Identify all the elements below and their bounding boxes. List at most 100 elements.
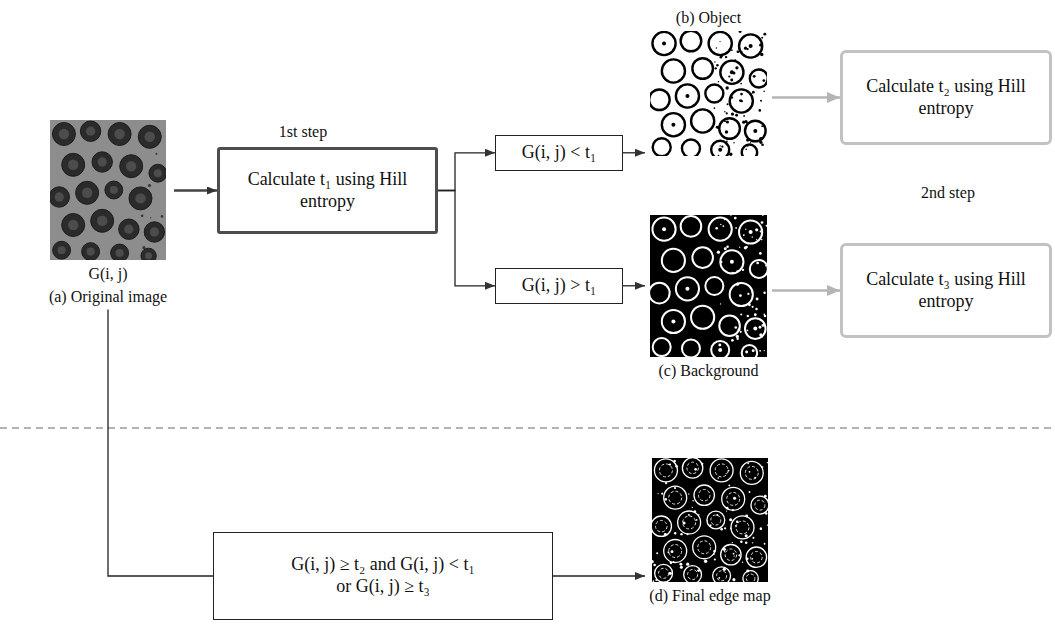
image-speck — [761, 144, 764, 147]
image-speck — [742, 269, 744, 271]
image-speck — [716, 47, 717, 48]
image-speck — [728, 76, 730, 78]
micrograph-image — [50, 120, 166, 260]
cell-outline — [713, 567, 731, 582]
cell-inner-edge — [669, 491, 682, 504]
image-caption: (d) Final edge map — [649, 586, 770, 605]
cell-dot — [662, 227, 666, 231]
image-speck — [759, 326, 762, 329]
connector-arrow — [623, 285, 645, 286]
cell-outline — [750, 70, 767, 88]
image-speck — [653, 564, 656, 567]
cell-outline — [119, 219, 139, 239]
image-speck — [745, 351, 748, 354]
image-speck — [752, 306, 754, 308]
cell-outline — [80, 121, 100, 141]
image-speck — [161, 215, 164, 218]
connector-arrow — [438, 191, 495, 286]
cell-outline — [682, 339, 700, 357]
image-speck — [740, 331, 742, 333]
cell-dot — [718, 348, 722, 352]
cell-outline — [739, 220, 762, 243]
cell-dot — [749, 44, 753, 48]
cell-outline — [108, 123, 131, 146]
image-speck — [763, 33, 766, 36]
image-speck — [720, 303, 721, 304]
image-speck — [730, 79, 733, 82]
connector-arrow — [623, 152, 645, 153]
image-speck — [664, 498, 667, 501]
process-box: Calculate t₁ using Hill entropy — [217, 147, 438, 234]
image-speck — [750, 142, 751, 143]
cell-outline — [664, 486, 687, 509]
image-speck — [745, 229, 746, 230]
cell-core — [154, 169, 162, 177]
image-speck — [692, 500, 694, 502]
box-text: G(i, j) < t₁ — [522, 142, 596, 164]
cell-outline — [691, 306, 714, 329]
image-speck — [717, 477, 719, 479]
image-node: G(i, j)(a) Original image — [42, 120, 174, 309]
image-speck — [669, 463, 671, 465]
micrograph-image — [652, 458, 768, 582]
image-speck — [728, 485, 730, 487]
process-box: Calculate t₂ using Hill entropy — [840, 50, 1052, 145]
cell-dot — [685, 94, 689, 98]
image-speck — [744, 120, 747, 123]
cell-core — [135, 193, 145, 203]
cell-core — [58, 246, 66, 254]
cell-core — [87, 248, 95, 256]
cell-inner-edge — [715, 464, 728, 477]
image-speck — [671, 550, 674, 553]
image-node: (c) Background — [645, 215, 772, 383]
cell-inner-edge — [745, 466, 758, 479]
image-speck — [738, 554, 740, 556]
cell-outline — [682, 140, 700, 157]
image-speck — [680, 533, 682, 535]
cell-outline — [719, 118, 740, 139]
cell-inner-edge — [659, 464, 672, 477]
cell-inner-edge — [717, 571, 727, 581]
cell-dot — [718, 148, 722, 152]
image-speck — [733, 555, 734, 556]
image-speck — [714, 107, 716, 109]
image-speck — [726, 473, 727, 474]
image-speck — [714, 558, 716, 560]
cell-outline — [652, 32, 675, 55]
image-speck — [752, 236, 753, 237]
cell-outline — [739, 35, 762, 58]
image-speck — [727, 104, 729, 106]
image-speck — [732, 578, 735, 581]
cell-outline — [745, 121, 766, 142]
image-speck — [745, 149, 747, 151]
cell-outline — [662, 60, 685, 83]
cell-inner-edge — [683, 516, 696, 529]
cell-outline — [662, 113, 685, 136]
image-speck — [749, 491, 751, 493]
image-speck — [743, 115, 745, 117]
cell-core — [145, 132, 155, 142]
image-speck — [735, 227, 737, 229]
image-speck — [718, 577, 720, 579]
cell-outline — [709, 218, 732, 241]
cell-outline — [664, 540, 687, 563]
cell-outline — [681, 31, 702, 51]
cell-outline — [750, 260, 767, 278]
image-speck — [733, 497, 736, 500]
image-speck — [756, 239, 757, 240]
image-speck — [740, 313, 742, 315]
cell-outline — [655, 564, 673, 582]
box-text: Calculate t₃ using Hill entropy — [866, 269, 1026, 312]
cell-dot — [671, 123, 675, 127]
image-speck — [686, 563, 689, 566]
cell-inner-edge — [736, 521, 749, 534]
cell-outline — [745, 318, 766, 339]
cell-outline — [692, 58, 713, 79]
cell-outline — [684, 566, 702, 582]
condition-box: G(i, j) < t₁ — [495, 135, 623, 171]
image-speck — [731, 113, 734, 116]
cell-outline — [91, 209, 114, 232]
cell-outline — [650, 283, 670, 304]
image-speck — [764, 315, 767, 318]
